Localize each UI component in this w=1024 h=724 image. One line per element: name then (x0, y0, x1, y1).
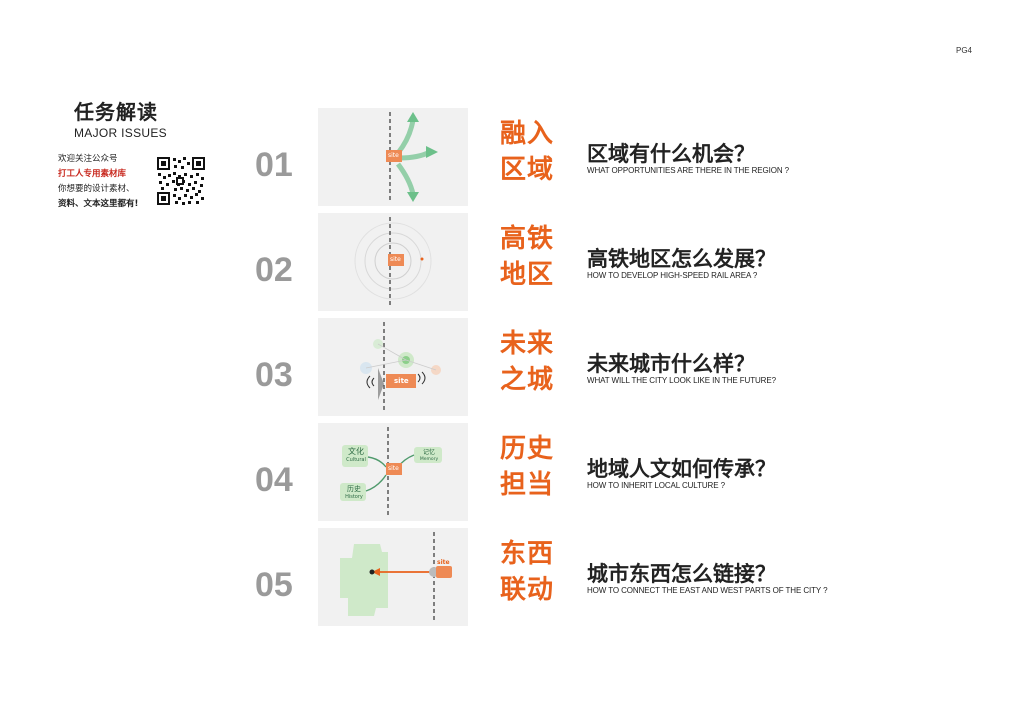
keyword-line-1: 未来 (500, 329, 555, 359)
issue-question-en: WHAT WILL THE CITY LOOK LIKE IN THE FUTU… (587, 376, 776, 385)
issue-question-en: HOW TO DEVELOP HIGH-SPEED RAIL AREA ? (587, 271, 758, 280)
issue-thumbnail-culture: site 文化 Cultural 历史 History 记忆 Memory (318, 423, 468, 521)
site-label: site (394, 377, 409, 385)
site-label: site (388, 465, 399, 472)
issue-row-2: 02 site 高铁 地区 高铁地区怎么发展？ HOW TO DEVELOP H… (250, 213, 950, 313)
memory-label: 记忆 Memory (417, 449, 441, 463)
issue-row-1: 01 site 融入 区域 区域有什么机会？ WHAT OPPORTUNITIE… (250, 108, 950, 208)
issue-keyword: 东西 联动 (500, 536, 554, 608)
culture-label-cn: 文化 (348, 447, 364, 456)
promo-line-1: 欢迎关注公众号 (58, 154, 118, 164)
history-label-cn: 历史 (347, 485, 361, 493)
promo-line-2: 打工人专用素材库 (58, 169, 127, 179)
issue-number: 04 (255, 461, 293, 499)
keyword-line-1: 高铁 (500, 224, 555, 254)
issue-number: 01 (255, 146, 293, 184)
keyword-line-1: 融入 (500, 119, 555, 149)
keyword-line-2: 担当 (500, 470, 555, 500)
issue-number: 02 (255, 251, 293, 289)
issue-question-en: HOW TO INHERIT LOCAL CULTURE ? (587, 481, 725, 490)
keyword-line-2: 区域 (500, 155, 555, 185)
promo-line-4: 资料、文本这里都有! (58, 199, 139, 209)
issue-thumbnail-region: site (318, 108, 468, 206)
history-label-en: History (345, 494, 363, 500)
site-label: site (388, 152, 399, 159)
issue-thumbnail-future: site (318, 318, 468, 416)
issue-row-5: 05 site 东西 联动 城市东西怎么链接？ HOW TO CONNECT T… (250, 528, 950, 628)
issue-keyword: 历史 担当 (500, 431, 554, 503)
page-subtitle: MAJOR ISSUES (74, 126, 167, 140)
issue-number: 05 (255, 566, 293, 604)
keyword-line-1: 东西 (500, 539, 555, 569)
promo-line-3: 你想要的设计素材、 (58, 184, 135, 194)
keyword-line-2: 联动 (500, 575, 555, 605)
issue-question-cn: 区域有什么机会？ (587, 141, 755, 166)
issue-keyword: 融入 区域 (500, 116, 554, 188)
issue-number: 03 (255, 356, 293, 394)
issue-question-en: HOW TO CONNECT THE EAST AND WEST PARTS O… (587, 586, 828, 595)
keyword-line-2: 地区 (500, 260, 555, 290)
culture-label-en: Cultural (346, 457, 366, 463)
memory-label-en: Memory (419, 457, 439, 462)
promo-block: 欢迎关注公众号 打工人专用素材库 你想要的设计素材、 资料、文本这里都有! (58, 152, 150, 212)
issue-question-cn: 地域人文如何传承？ (587, 456, 776, 481)
page-title: 任务解读 (74, 100, 158, 124)
issue-question-en: WHAT OPPORTUNITIES ARE THERE IN THE REGI… (587, 166, 790, 175)
keyword-line-1: 历史 (500, 434, 555, 464)
site-label: site (437, 559, 450, 566)
issue-thumbnail-east-west: site (318, 528, 468, 626)
keyword-line-2: 之城 (500, 365, 555, 395)
issue-thumbnail-rail: site (318, 213, 468, 311)
page-number: PG4 (955, 46, 972, 55)
issue-question-cn: 城市东西怎么链接？ (587, 561, 776, 586)
issue-question-cn: 未来城市什么样？ (587, 351, 755, 376)
issue-keyword: 未来 之城 (500, 326, 554, 398)
issue-row-4: 04 site 文化 Cultural 历史 History 记忆 Memory… (250, 423, 950, 523)
memory-label-cn: 记忆 (422, 449, 435, 456)
site-label: site (390, 256, 401, 263)
issue-row-3: 03 site 未来 之城 未来城市什么样？ WHAT WILL THE CIT… (250, 318, 950, 418)
qr-code-icon (156, 156, 206, 206)
issue-question-cn: 高铁地区怎么发展？ (587, 246, 776, 271)
issue-keyword: 高铁 地区 (500, 221, 554, 293)
culture-label: 文化 Cultural (345, 447, 367, 465)
history-label: 历史 History (343, 485, 365, 501)
